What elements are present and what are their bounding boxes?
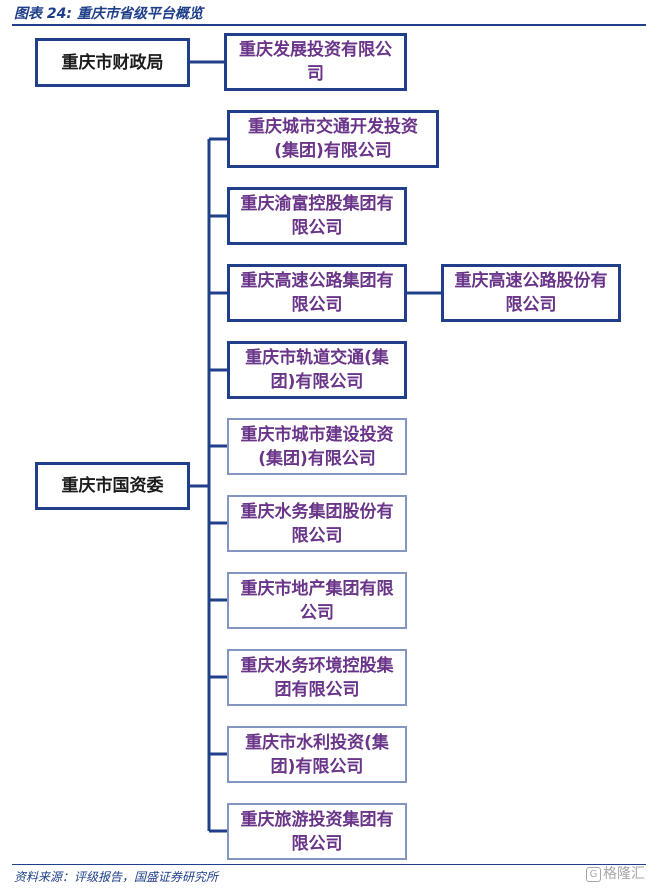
finance-bureau-node: 重庆市财政局 bbox=[35, 38, 190, 87]
rail-transit-node: 重庆市轨道交通(集团)有限公司 bbox=[227, 341, 407, 399]
bottom-rule bbox=[12, 864, 646, 865]
tourism-investment-node: 重庆旅游投资集团有限公司 bbox=[227, 803, 407, 860]
expressway-group-node: 重庆高速公路集团有限公司 bbox=[227, 264, 407, 322]
water-environment-node: 重庆水务环境控股集团有限公司 bbox=[227, 649, 407, 706]
water-group-node: 重庆水务集团股份有限公司 bbox=[227, 495, 407, 552]
water-conservancy-investment-node: 重庆市水利投资(集团)有限公司 bbox=[227, 726, 407, 783]
urban-transport-investment-node: 重庆城市交通开发投资(集团)有限公司 bbox=[227, 110, 439, 168]
urban-construction-investment-node: 重庆市城市建设投资(集团)有限公司 bbox=[227, 418, 407, 475]
source-note: 资料来源：评级报告，国盛证券研究所 bbox=[14, 870, 219, 884]
watermark-logo-icon: G bbox=[586, 866, 601, 882]
yufu-holding-node: 重庆渝富控股集团有限公司 bbox=[227, 187, 407, 245]
figure-title: 图表 24: 重庆市省级平台概览 bbox=[14, 6, 203, 22]
land-group-node: 重庆市地产集团有限公司 bbox=[227, 572, 407, 629]
expressway-shares-node: 重庆高速公路股份有限公司 bbox=[441, 264, 621, 322]
sasac-node: 重庆市国资委 bbox=[35, 462, 190, 510]
development-investment-node: 重庆发展投资有限公司 bbox=[224, 33, 407, 91]
title-rule bbox=[12, 24, 646, 26]
watermark-text: 格隆汇 bbox=[603, 866, 645, 882]
